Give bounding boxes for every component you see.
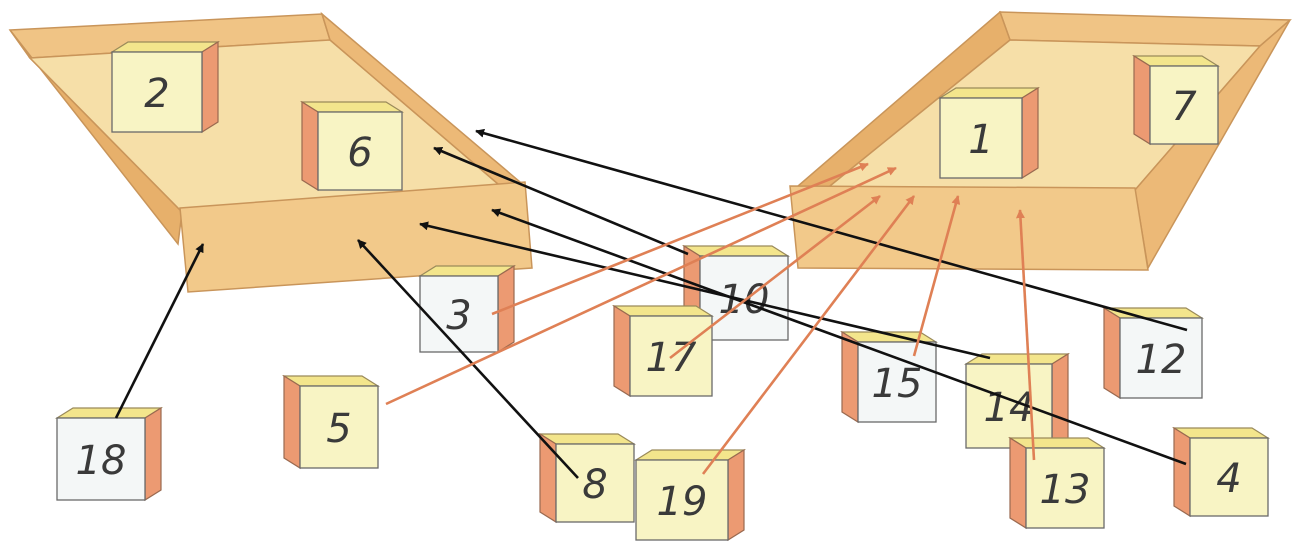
arrow-5-to-right-tray — [385, 166, 897, 406]
loose-cubes: 31017151214185819134 — [54, 244, 1271, 542]
cube-13-label: 13 — [1040, 467, 1091, 513]
cube-5-label: 5 — [326, 406, 351, 452]
cube-3-face — [419, 275, 499, 353]
cube-17: 17 — [611, 304, 715, 398]
cube-19: 19 — [633, 448, 747, 542]
cube-6-top — [299, 101, 405, 113]
cube-12-label: 12 — [1136, 337, 1187, 383]
cube-15-side — [841, 330, 859, 424]
cube-15-face — [857, 341, 937, 423]
cube-6-label: 6 — [347, 130, 372, 176]
cube-7-side — [1133, 54, 1151, 146]
cube-14-face — [965, 363, 1053, 449]
cube-6-face — [317, 111, 403, 191]
cube-2-label: 2 — [144, 71, 169, 117]
arrow-3-to-right-tray — [491, 162, 869, 316]
arrow-15-to-right-tray — [912, 195, 961, 357]
cube-1-label: 1 — [968, 117, 993, 163]
cube-15-label: 15 — [872, 361, 923, 407]
cube-19-top — [633, 449, 747, 461]
arrow-13-to-right-tray — [1015, 209, 1036, 461]
cube-19-label: 19 — [657, 479, 708, 525]
cube-18-side — [144, 406, 162, 502]
cube-7: 7 — [1131, 54, 1221, 146]
cubes-in-trays: 2 6 1 7 — [109, 40, 1221, 192]
cube-14-side — [1051, 352, 1069, 450]
cube-12-side — [1103, 306, 1121, 400]
cube-5-side — [283, 374, 301, 470]
cube-6-side — [301, 100, 319, 192]
cube-6: 6 — [299, 100, 405, 192]
cube-2-side — [201, 40, 219, 134]
cube-12: 12 — [1101, 306, 1205, 400]
cube-17-side — [613, 304, 631, 398]
cube-10-face — [699, 255, 789, 341]
right-tray-front-wall — [789, 185, 1149, 271]
cube-18: 18 — [54, 406, 164, 502]
cube-13-face — [1025, 447, 1105, 529]
arrow-4-to-left-tray — [491, 208, 1187, 466]
cube-19-face — [635, 459, 729, 541]
cube-18-top — [54, 407, 164, 419]
cube-13: 13 — [1007, 436, 1107, 530]
cube-7-label: 7 — [1171, 84, 1197, 130]
cube-1-side — [1021, 86, 1039, 180]
arrow-8-to-left-tray — [357, 239, 579, 479]
cube-2: 2 — [109, 40, 221, 134]
cube-13-side — [1009, 436, 1027, 530]
cube-1: 1 — [937, 86, 1041, 180]
cube-3: 3 — [417, 264, 517, 354]
arrows — [114, 128, 1188, 479]
cube-5: 5 — [281, 374, 381, 470]
left-tray-front-wall — [179, 181, 533, 293]
cube-8-label: 8 — [582, 462, 607, 508]
arrow-18-to-left-tray — [114, 243, 205, 419]
arrow-17-to-right-tray — [669, 194, 881, 360]
cube-4-label: 4 — [1216, 456, 1241, 502]
cube-5-face — [299, 385, 379, 469]
cube-2-face — [111, 51, 203, 133]
arrow-10-to-left-tray — [433, 146, 689, 256]
cube-18-label: 18 — [76, 438, 127, 484]
arrow-19-to-right-tray — [701, 195, 916, 475]
cube-18-face — [56, 417, 146, 501]
cube-15: 15 — [839, 330, 939, 424]
cube-1-face — [939, 97, 1023, 179]
cube-10-top — [681, 245, 791, 257]
cube-8: 8 — [537, 432, 637, 524]
cube-12-face — [1119, 317, 1203, 399]
cube-19-side — [727, 448, 745, 542]
cube-4-face — [1189, 437, 1269, 517]
cube-3-label: 3 — [446, 293, 471, 339]
cube-4: 4 — [1171, 426, 1271, 518]
arrow-12-to-left-tray — [475, 128, 1188, 332]
cube-8-face — [555, 443, 635, 523]
cube-2-top — [109, 41, 221, 53]
cube-7-face — [1149, 65, 1219, 145]
arrow-14-to-left-tray — [419, 221, 991, 360]
cube-4-side — [1173, 426, 1191, 518]
